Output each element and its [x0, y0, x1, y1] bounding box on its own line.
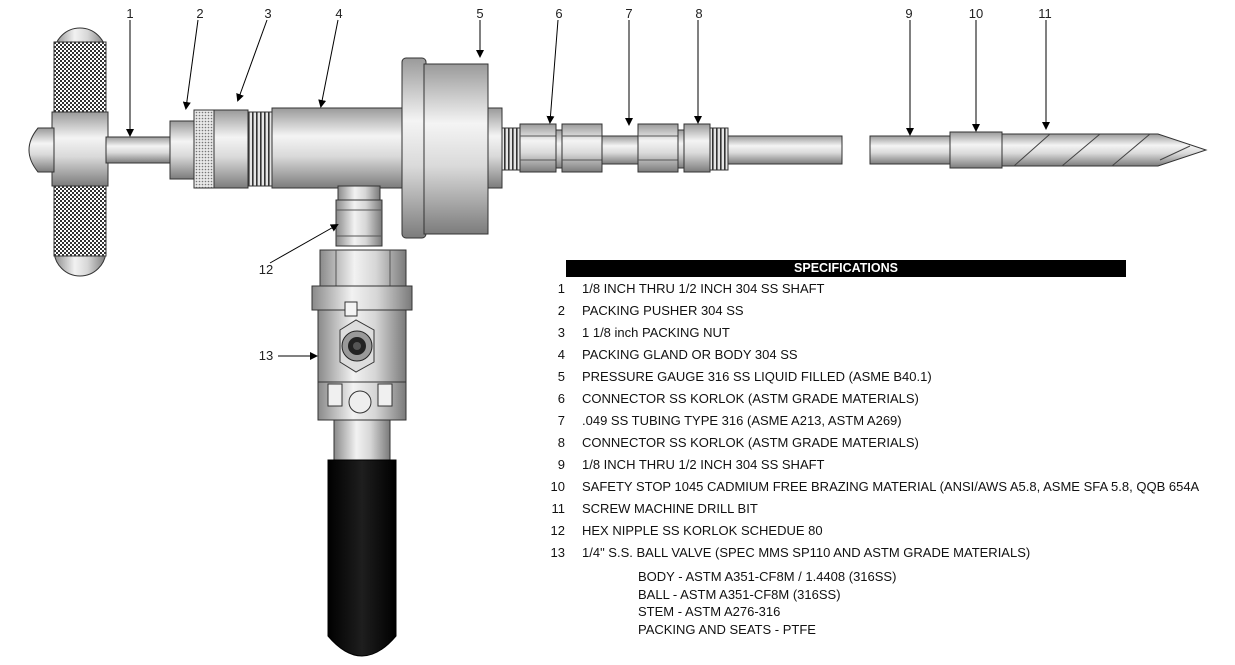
spec-number: 5 — [557, 369, 565, 384]
spec-row: 6 CONNECTOR SS KORLOK (ASTM GRADE MATERIA… — [543, 388, 1193, 410]
ball-valve — [311, 249, 413, 657]
callout-2: 2 — [196, 6, 203, 21]
valve-material-item: PACKING AND SEATS - PTFE — [638, 621, 816, 637]
spec-description: CONNECTOR SS KORLOK (ASTM GRADE MATERIAL… — [582, 435, 919, 450]
callout-5: 5 — [476, 6, 483, 21]
spec-row: 7 .049 SS TUBING TYPE 316 (ASME A213, AST… — [543, 410, 1193, 432]
spec-row: 12 HEX NIPPLE SS KORLOK SCHEDUE 80 — [543, 520, 1193, 542]
spec-row: 2 PACKING PUSHER 304 SS — [543, 300, 1193, 322]
spec-number: 4 — [557, 347, 565, 362]
shaft-1 — [105, 136, 173, 164]
spec-number: 9 — [557, 457, 565, 472]
callout-12: 12 — [259, 262, 273, 277]
callout-leaders: 1 2 3 4 5 6 7 8 9 10 11 12 13 — [126, 6, 1052, 363]
valve-material-list: BODY - ASTM A351-CF8M / 1.4408 (316SS) BA… — [638, 568, 1193, 638]
spec-number: 10 — [550, 479, 565, 494]
spec-row: 10 SAFETY STOP 1045 CADMIUM FREE BRAZING … — [543, 476, 1200, 498]
specifications-header: SPECIFICATIONS — [566, 260, 1126, 277]
spec-description: 1/8 INCH THRU 1/2 INCH 304 SS SHAFT — [582, 457, 825, 472]
spec-number: 3 — [557, 325, 565, 340]
valve-material-item: BALL - ASTM A351-CF8M (316SS) — [638, 586, 841, 602]
callout-4: 4 — [335, 6, 342, 21]
shaft-9 — [869, 135, 953, 165]
shaft-left-segment — [727, 135, 843, 165]
spec-row: 13 1/4" S.S. BALL VALVE (SPEC MMS SP110 A… — [543, 542, 1193, 564]
spec-number: 1 — [557, 281, 565, 296]
callout-7: 7 — [625, 6, 632, 21]
spec-description: 1 1/8 inch PACKING NUT — [582, 325, 730, 340]
callout-1: 1 — [126, 6, 133, 21]
spec-number: 13 — [550, 545, 565, 560]
spec-description: PACKING GLAND OR BODY 304 SS — [582, 347, 798, 362]
spec-number: 8 — [557, 435, 565, 450]
safety-stop — [949, 131, 1003, 169]
spec-description: 1/8 INCH THRU 1/2 INCH 304 SS SHAFT — [582, 281, 825, 296]
spec-description: SCREW MACHINE DRILL BIT — [582, 501, 758, 516]
spec-row: 9 1/8 INCH THRU 1/2 INCH 304 SS SHAFT — [543, 454, 1193, 476]
spec-number: 6 — [557, 391, 565, 406]
packing-gland-body — [271, 107, 405, 189]
valve-material-item: BODY - ASTM A351-CF8M / 1.4408 (316SS) — [638, 569, 897, 584]
spec-description: 1/4" S.S. BALL VALVE (SPEC MMS SP110 AND… — [582, 545, 1031, 560]
spec-number: 7 — [557, 413, 565, 428]
spec-number: 2 — [557, 303, 565, 318]
packing-nut — [193, 109, 273, 189]
spec-description: HEX NIPPLE SS KORLOK SCHEDUE 80 — [582, 523, 823, 538]
specifications-panel: SPECIFICATIONS 1 1/8 INCH THRU 1/2 INCH 3… — [543, 260, 1200, 638]
drill-bit — [1001, 133, 1208, 167]
spec-description: SAFETY STOP 1045 CADMIUM FREE BRAZING MA… — [582, 479, 1200, 494]
tubing-7 — [601, 135, 641, 165]
spec-number: 11 — [551, 501, 566, 516]
spec-row: 4 PACKING GLAND OR BODY 304 SS — [543, 344, 1193, 366]
spec-row: 3 1 1/8 inch PACKING NUT — [543, 322, 1193, 344]
hex-nipple — [335, 185, 383, 247]
packing-pusher — [169, 120, 195, 180]
callout-8: 8 — [695, 6, 702, 21]
callout-9: 9 — [905, 6, 912, 21]
callout-10: 10 — [969, 6, 983, 21]
spec-row: 1 1/8 INCH THRU 1/2 INCH 304 SS SHAFT — [543, 278, 1193, 300]
pressure-gauge — [401, 57, 503, 239]
valve-material-item: STEM - ASTM A276-316 — [638, 604, 781, 619]
spec-row: 8 CONNECTOR SS KORLOK (ASTM GRADE MATERIA… — [543, 432, 1193, 454]
callout-13: 13 — [259, 348, 273, 363]
spec-row: 5 PRESSURE GAUGE 316 SS LIQUID FILLED (AS… — [543, 366, 1193, 388]
callout-11: 11 — [1038, 6, 1052, 21]
spec-row: 11 SCREW MACHINE DRILL BIT — [543, 498, 1193, 520]
callout-3: 3 — [264, 6, 271, 21]
connector-6 — [501, 123, 603, 173]
connector-8 — [637, 123, 729, 173]
spec-description: .049 SS TUBING TYPE 316 (ASME A213, ASTM… — [582, 413, 902, 428]
spec-number: 12 — [550, 523, 565, 538]
spec-description: CONNECTOR SS KORLOK (ASTM GRADE MATERIAL… — [582, 391, 919, 406]
t-handle — [28, 27, 109, 277]
callout-6: 6 — [555, 6, 562, 21]
spec-description: PRESSURE GAUGE 316 SS LIQUID FILLED (ASM… — [582, 369, 932, 384]
spec-description: PACKING PUSHER 304 SS — [582, 303, 744, 318]
